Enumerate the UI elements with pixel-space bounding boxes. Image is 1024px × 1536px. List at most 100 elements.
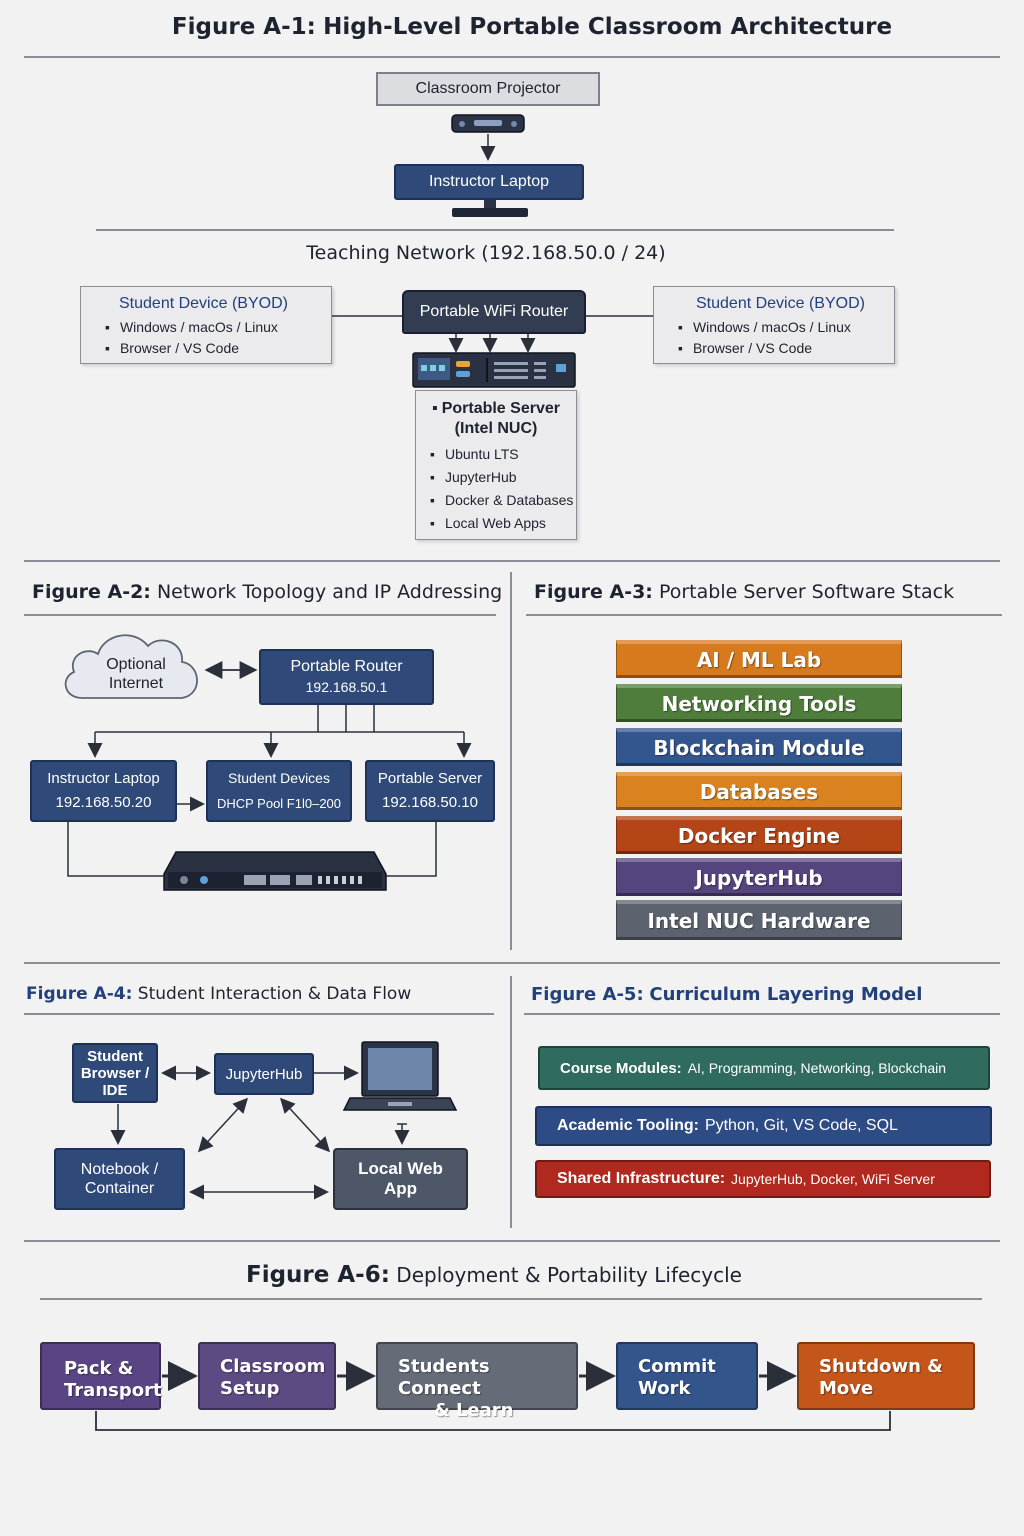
fig6-title: Figure A-6: Deployment & Portability Lif… bbox=[246, 1262, 742, 1288]
server-item: Ubuntu LTS bbox=[430, 443, 576, 466]
stack-layer-label: Intel NUC Hardware bbox=[647, 908, 871, 933]
life-line: Move bbox=[819, 1378, 874, 1399]
layer-value: JupyterHub, Docker, WiFi Server bbox=[731, 1171, 935, 1187]
fig1-title-prefix: Figure A-1: bbox=[171, 14, 316, 40]
fig3-title: Figure A-3: Portable Server Software Sta… bbox=[534, 581, 954, 603]
layer-key: Academic Tooling: bbox=[557, 1117, 699, 1134]
laptop-to-switch-line bbox=[67, 822, 164, 877]
student-devices-ip: DHCP Pool F1Ɩ0–200 bbox=[216, 796, 342, 811]
portable-server-node: Portable Server 192.168.50.10 bbox=[365, 760, 495, 822]
instructor-laptop-name: Instructor Laptop bbox=[47, 770, 160, 787]
portable-server-ip: 192.168.50.10 bbox=[382, 794, 478, 811]
student-device-right-title: Student Device (BYOD) bbox=[696, 295, 865, 312]
portable-router-box: Portable Router 192.168.50.1 bbox=[259, 649, 434, 705]
student-right-item: Windows / macOs / Linux bbox=[678, 317, 894, 338]
teaching-network-label: Teaching Network (192.168.50.0 / 24) bbox=[306, 242, 666, 264]
server-title-line2: (Intel NUC) bbox=[454, 420, 538, 437]
stack-layer-networking: Networking Tools bbox=[616, 684, 902, 722]
life-line: Students Connect bbox=[398, 1356, 490, 1399]
projector-icon bbox=[451, 114, 525, 133]
lifecycle-step-setup: Classroom Setup bbox=[198, 1342, 336, 1410]
lifecycle-step-connect: Students Connect & Learn bbox=[376, 1342, 578, 1421]
student-browser-line: Browser / bbox=[80, 1064, 150, 1082]
lifecycle-step-shutdown: Shutdown & Move bbox=[797, 1342, 975, 1410]
student-devices-node: Student Devices DHCP Pool F1Ɩ0–200 bbox=[206, 760, 352, 822]
life-line: Work bbox=[638, 1378, 691, 1399]
notebook-container-node: Notebook / Container bbox=[54, 1148, 185, 1210]
fig1-title: Figure A-1: High-Level Portable Classroo… bbox=[0, 14, 1024, 40]
fig5-title: Figure A-5: Curriculum Layering Model bbox=[531, 984, 922, 1005]
lifecycle-step-commit: Commit Work bbox=[616, 1342, 758, 1410]
section-vrule-1 bbox=[510, 572, 512, 950]
section-rule-1 bbox=[24, 560, 1000, 562]
stack-layer-label: AI / ML Lab bbox=[696, 647, 822, 672]
curriculum-layer-infrastructure: Shared Infrastructure: JupyterHub, Docke… bbox=[535, 1160, 991, 1198]
jupyterhub-node: JupyterHub bbox=[214, 1053, 314, 1095]
fig5-title-prefix: Figure A-5: bbox=[531, 984, 644, 1005]
section-rule-3 bbox=[24, 1240, 1000, 1242]
jupyter-notebook-arrow bbox=[197, 1097, 249, 1153]
server-rack-icon bbox=[412, 352, 576, 388]
cloud-label: Optional Internet bbox=[88, 655, 184, 693]
stack-layer-label: Networking Tools bbox=[661, 691, 857, 716]
projector-label: Classroom Projector bbox=[415, 80, 561, 97]
fig3-title-text: Portable Server Software Stack bbox=[658, 581, 955, 603]
webapp-line: App bbox=[383, 1179, 418, 1198]
fig2-title: Figure A-2: Network Topology and IP Addr… bbox=[32, 581, 502, 603]
notebook-line: Container bbox=[84, 1180, 155, 1197]
stack-layer-label: Databases bbox=[699, 779, 819, 804]
fig2-rule bbox=[24, 614, 496, 616]
life-line: & Learn bbox=[434, 1400, 514, 1421]
student-browser-line: Student bbox=[87, 1047, 143, 1065]
stack-layer-label: Docker Engine bbox=[677, 823, 841, 848]
laptop-icon bbox=[342, 1041, 458, 1111]
server-to-switch-line bbox=[386, 822, 437, 877]
stack-layer-blockchain: Blockchain Module bbox=[616, 728, 902, 766]
section-vrule-2 bbox=[510, 976, 512, 1228]
portable-router-name: Portable Router bbox=[290, 658, 403, 675]
portable-server-panel: ▪Portable Server (Intel NUC) Ubuntu LTS … bbox=[415, 390, 577, 540]
fig4-title: Figure A-4: Student Interaction & Data F… bbox=[26, 984, 411, 1004]
fig4-title-prefix: Figure A-4: bbox=[26, 984, 133, 1004]
fig3-rule bbox=[526, 614, 1002, 616]
student-device-left: Student Device (BYOD) Windows / macOs / … bbox=[80, 286, 332, 364]
student-right-item: Browser / VS Code bbox=[678, 338, 894, 359]
stack-layer-label: Blockchain Module bbox=[653, 735, 865, 760]
fig4-title-text: Student Interaction & Data Flow bbox=[137, 984, 412, 1004]
fig1-title-text: High-Level Portable Classroom Architectu… bbox=[323, 14, 893, 40]
fig2-title-text: Network Topology and IP Addressing bbox=[156, 581, 503, 603]
student-left-item: Windows / macOs / Linux bbox=[105, 317, 331, 338]
router-label: Portable WiFi Router bbox=[419, 303, 569, 320]
webapp-line: Local Web bbox=[358, 1159, 443, 1178]
cloud-line2: Internet bbox=[108, 675, 164, 692]
student-browser-line: IDE bbox=[102, 1081, 128, 1099]
life-line: Commit bbox=[638, 1356, 716, 1377]
laptop-label: Instructor Laptop bbox=[428, 173, 550, 190]
portable-router-ip: 192.168.50.1 bbox=[305, 679, 388, 695]
server-item: Docker & Databases bbox=[430, 489, 576, 512]
curriculum-layer-course: Course Modules: AI, Programming, Network… bbox=[538, 1046, 990, 1090]
portable-wifi-router-box: Portable WiFi Router bbox=[402, 290, 586, 334]
student-devices-name: Student Devices bbox=[228, 770, 330, 786]
fig5-title-text: Curriculum Layering Model bbox=[649, 984, 923, 1005]
layer-value: AI, Programming, Networking, Blockchain bbox=[687, 1060, 947, 1076]
life-return-loop bbox=[95, 1411, 891, 1431]
life-line: Pack & bbox=[64, 1358, 134, 1379]
local-web-app-node: Local Web App bbox=[333, 1148, 468, 1210]
student-browser-node: Student Browser / IDE bbox=[72, 1043, 158, 1103]
portable-server-name: Portable Server bbox=[377, 770, 483, 787]
network-switch-icon bbox=[163, 851, 387, 891]
fig6-title-prefix: Figure A-6: bbox=[246, 1262, 390, 1288]
fig6-rule bbox=[40, 1298, 982, 1300]
stack-layer-ai-ml: AI / ML Lab bbox=[616, 640, 902, 678]
fig1-top-rule bbox=[24, 56, 1000, 58]
fig4-rule bbox=[24, 1013, 494, 1015]
layer-key: Course Modules: bbox=[560, 1059, 682, 1077]
section-rule-2 bbox=[24, 962, 1000, 964]
cloud-icon bbox=[64, 634, 198, 699]
cloud-line1: Optional bbox=[106, 656, 166, 673]
instructor-laptop-ip: 192.168.50.20 bbox=[55, 794, 152, 811]
classroom-projector-box: Classroom Projector bbox=[376, 72, 600, 106]
student-device-right: Student Device (BYOD) Windows / macOs / … bbox=[653, 286, 895, 364]
